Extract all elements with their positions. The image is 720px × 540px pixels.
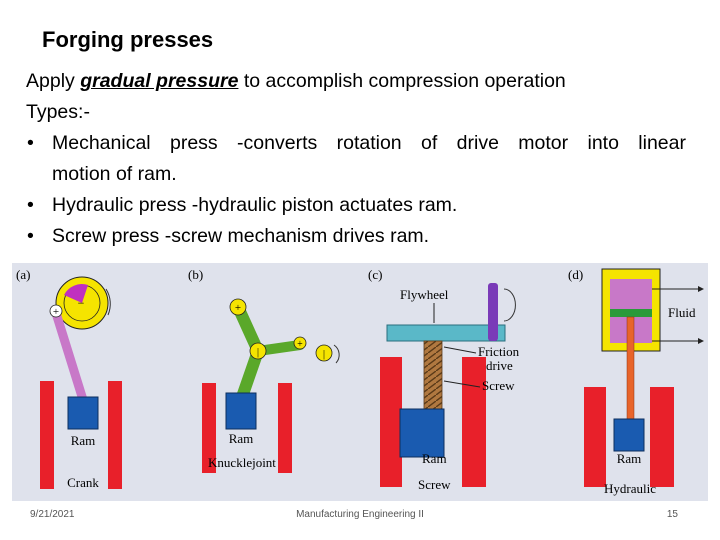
- panel-c-letter: (c): [368, 267, 382, 282]
- crank-die-left: [40, 381, 54, 489]
- screw-die-right: [462, 357, 486, 487]
- panel-screw: (c) Flywheel Friction drive Screw Ram Sc…: [368, 267, 520, 492]
- knuckle-die-right: [278, 383, 292, 473]
- panel-hydraulic: (d) Fluid Ram Hydraulic: [568, 267, 704, 496]
- footer-date: 9/21/2021: [30, 509, 75, 520]
- crank-connecting-rod: [51, 308, 89, 408]
- screw-pointer: [443, 380, 481, 388]
- friction-drive-wheel: [488, 283, 498, 341]
- bullet-hydraulic-text: Hydraulic press -hydraulic piston actuat…: [52, 194, 458, 216]
- bullet-symbol: •: [27, 194, 34, 216]
- friction-pointer: [443, 346, 477, 354]
- bullet-symbol: •: [27, 132, 34, 154]
- bullet-hydraulic: • Hydraulic press -hydraulic piston actu…: [26, 190, 686, 221]
- flywheel-disk: [386, 324, 506, 342]
- types-heading: Types:-: [26, 101, 90, 123]
- intro-before: Apply: [26, 70, 81, 92]
- screw-die-left: [380, 357, 402, 487]
- toggle-knuckle-mark: |: [257, 347, 259, 358]
- knuckle-die-left: [202, 383, 216, 473]
- press-types-figure: (a) + − Ram Crank (b) + |: [12, 263, 708, 501]
- hydraulic-die-right: [650, 387, 674, 487]
- toggle-top-plus: +: [235, 302, 241, 314]
- intro-after: to accomplish compression operation: [238, 70, 566, 92]
- bullet-mechanical: • Mechanical press -converts rotation of…: [26, 128, 686, 190]
- bullet-screw: • Screw press -screw mechanism drives ra…: [26, 221, 686, 252]
- crank-pin: [49, 304, 63, 318]
- friction-label-line1: Friction: [478, 344, 520, 359]
- crank-caption: Crank: [67, 475, 99, 490]
- knuckle-caption: Knucklejoint: [208, 455, 276, 470]
- bullet-mechanical-line1: Mechanical press -converts rotation of d…: [52, 132, 686, 154]
- hydraulic-piston-rod: [626, 316, 635, 422]
- crank-ram-label: Ram: [71, 433, 96, 448]
- knuckle-ram: [225, 392, 257, 430]
- friction-rotation-arrow: [503, 288, 516, 322]
- toggle-crank-wheel: [315, 344, 333, 362]
- footer-page-number: 15: [666, 509, 678, 520]
- hydraulic-ram-label: Ram: [617, 451, 642, 466]
- panel-a-letter: (a): [16, 267, 30, 282]
- hydraulic-piston-seal: [610, 309, 652, 317]
- toggle-arm-pin: [293, 336, 307, 350]
- screw-caption: Screw: [418, 477, 451, 492]
- crank-sector: [64, 284, 88, 303]
- screw-shaft: [423, 340, 443, 412]
- toggle-crank-mark: |: [323, 349, 325, 360]
- friction-label-line2: drive: [486, 358, 513, 373]
- footer-course: Manufacturing Engineering II: [296, 509, 424, 520]
- crank-plus-sign: +: [53, 306, 59, 318]
- screw-label: Screw: [482, 378, 515, 393]
- hydraulic-die-left: [584, 387, 606, 487]
- crank-die-right: [108, 381, 122, 489]
- toggle-rotation-arrow: [333, 344, 340, 364]
- gradual-pressure-emphasis: gradual pressure: [80, 70, 239, 92]
- bullet-mechanical-line2: motion of ram.: [52, 163, 177, 185]
- slide-title: Forging presses: [42, 27, 214, 52]
- slide-body: Apply gradual pressure to accomplish com…: [26, 66, 686, 252]
- hydraulic-ram: [613, 418, 645, 452]
- screw-ram: [399, 408, 445, 458]
- toggle-knuckle-pin: [249, 342, 267, 360]
- press-diagram: (a) + − Ram Crank (b) + |: [16, 267, 704, 496]
- crank-minus-sign: −: [78, 296, 85, 310]
- fluid-arrow-top: [698, 286, 704, 292]
- fluid-label: Fluid: [668, 305, 696, 320]
- panel-knuckle-joint: (b) + | + | Ram Knucklejoint: [188, 267, 340, 473]
- bullet-symbol: •: [27, 225, 34, 247]
- fluid-arrow-bottom: [698, 338, 704, 344]
- hydraulic-caption: Hydraulic: [604, 481, 656, 496]
- knuckle-ram-label: Ram: [229, 431, 254, 446]
- toggle-arm-plus: +: [297, 339, 303, 350]
- crank-rotation-arrow: [105, 288, 111, 316]
- panel-d-letter: (d): [568, 267, 583, 282]
- bullet-screw-text: Screw press -screw mechanism drives ram.: [52, 225, 430, 247]
- panel-crank: (a) + − Ram Crank: [16, 267, 122, 490]
- screw-ram-label: Ram: [422, 451, 447, 466]
- toggle-top-pivot: [229, 298, 247, 316]
- flywheel-label: Flywheel: [400, 287, 449, 302]
- crank-ram: [67, 396, 99, 430]
- panel-b-letter: (b): [188, 267, 203, 282]
- intro-line: Apply gradual pressure to accomplish com…: [26, 66, 686, 97]
